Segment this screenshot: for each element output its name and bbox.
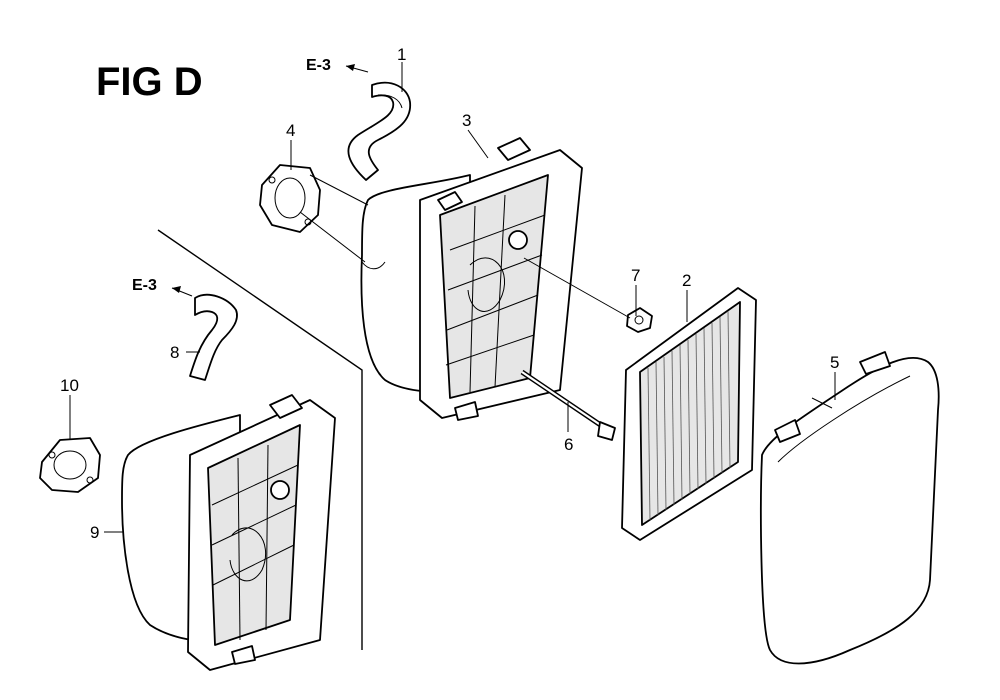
reference-label-lower: E-3 bbox=[132, 277, 157, 294]
nut bbox=[626, 307, 653, 333]
callout-5: 5 bbox=[830, 353, 839, 372]
leader-lines bbox=[69, 62, 836, 533]
reference-arrow-upper bbox=[345, 64, 369, 73]
reference-label-upper: E-3 bbox=[306, 57, 331, 74]
section-divider bbox=[157, 229, 363, 650]
breather-tube-lower bbox=[189, 293, 238, 381]
breather-tube-upper bbox=[347, 81, 411, 181]
bolt bbox=[520, 369, 616, 441]
figure-title: FIG D bbox=[96, 60, 203, 104]
callout-4: 4 bbox=[286, 121, 295, 140]
air-cleaner-case-lower bbox=[121, 394, 336, 671]
callout-7: 7 bbox=[631, 266, 640, 285]
callout-2: 2 bbox=[682, 271, 691, 290]
callout-10: 10 bbox=[60, 376, 79, 395]
air-cleaner-cover bbox=[760, 351, 940, 665]
gasket-lower bbox=[39, 437, 101, 493]
callout-1: 1 bbox=[397, 45, 406, 64]
callout-9: 9 bbox=[90, 523, 99, 542]
air-cleaner-case-upper bbox=[360, 137, 583, 421]
callout-8: 8 bbox=[170, 343, 179, 362]
callout-3: 3 bbox=[462, 111, 471, 130]
air-filter-element bbox=[621, 287, 757, 541]
callout-6: 6 bbox=[564, 435, 573, 454]
reference-arrow-lower bbox=[171, 286, 193, 297]
